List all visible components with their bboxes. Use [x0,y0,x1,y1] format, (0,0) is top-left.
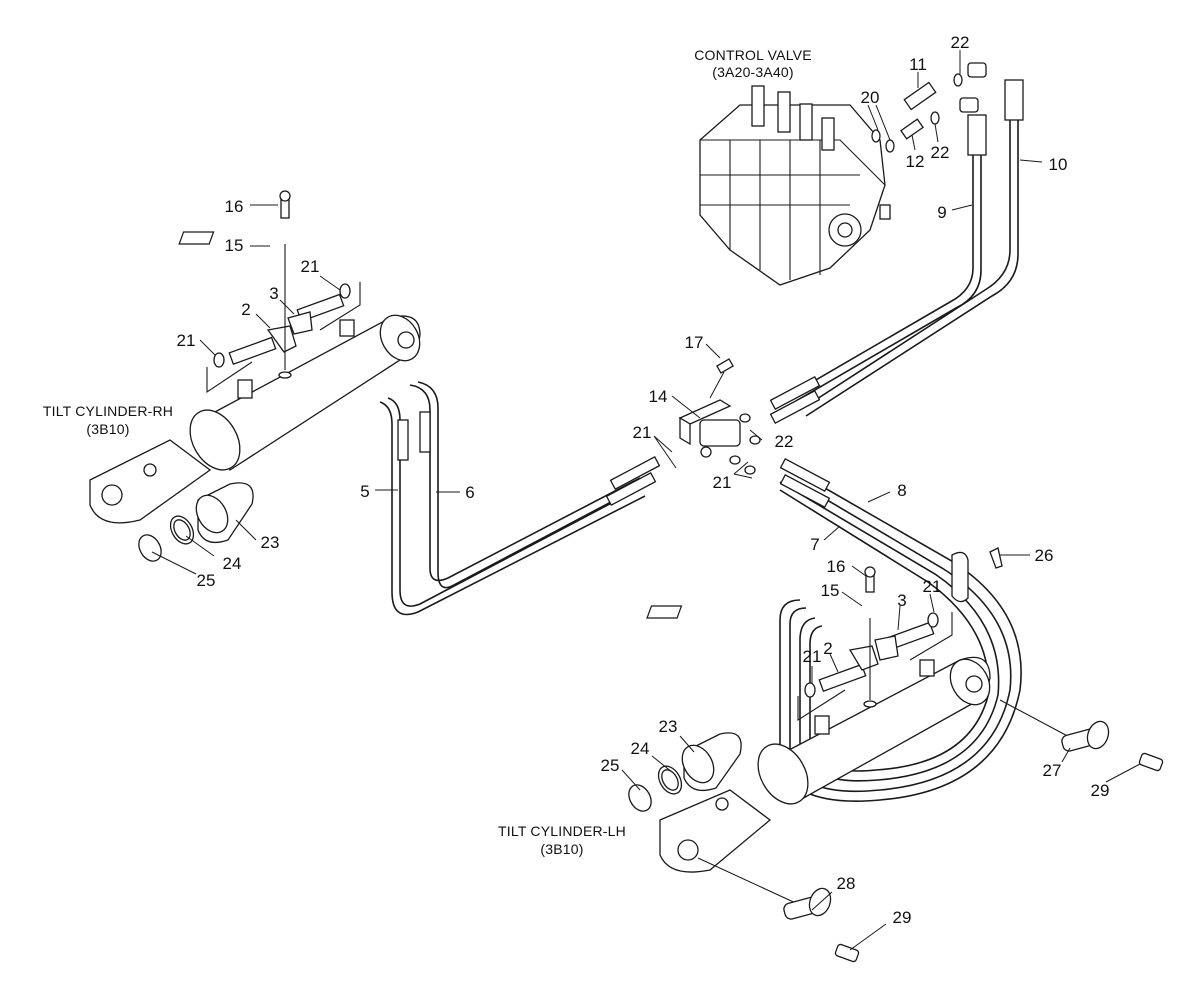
callout-14: 14 [649,387,668,406]
callout-10: 10 [1049,155,1068,174]
caption-tilt-cylinder-rh-line2: (3B10) [86,421,129,437]
caption-tilt-cylinder-rh-line1: TILT CYLINDER-RH [43,403,173,419]
valve-fittings [871,62,987,153]
caption-tilt-cylinder-lh-line1: TILT CYLINDER-LH [498,823,626,839]
callout-21: 21 [177,331,196,350]
caption-control-valve-line2: (3A20-3A40) [712,64,794,80]
callout-labels: 22 11 20 12 22 10 9 16 15 21 3 2 21 17 1… [177,33,1110,927]
callout-22: 22 [951,33,970,52]
caption-control-valve-line1: CONTROL VALVE [694,47,811,63]
callout-23: 23 [659,717,678,736]
tilt-cylinder-rh [89,314,421,524]
lh-fittings [646,547,1003,722]
hose-10 [799,80,1011,411]
leader-lines [151,50,1141,951]
callout-8: 8 [897,481,906,500]
callout-21: 21 [923,577,942,596]
callout-23: 23 [261,533,280,552]
callout-24: 24 [631,739,650,758]
callout-29: 29 [893,908,912,927]
rh-fittings [178,190,361,394]
hose-group [379,80,1022,802]
callout-21: 21 [633,423,652,442]
center-manifold [678,358,761,475]
hose-ferrules [397,79,1024,509]
hose-10-inner [805,80,1019,417]
callout-21: 21 [301,257,320,276]
callout-21: 21 [713,473,732,492]
callout-3: 3 [897,591,906,610]
hose-5 [387,397,641,607]
callout-25: 25 [601,756,620,775]
callout-17: 17 [685,333,704,352]
callout-25: 25 [197,571,216,590]
caption-tilt-cylinder-lh-line2: (3B10) [540,841,583,857]
hose-9 [789,120,974,396]
callout-11: 11 [909,55,927,74]
tilt-cylinder-lh [659,656,991,873]
callout-26: 26 [1035,546,1054,565]
hose-6 [409,384,641,582]
callout-15: 15 [225,236,244,255]
callout-7: 7 [810,535,819,554]
callout-22: 22 [931,143,950,162]
callout-6: 6 [465,483,474,502]
pins-and-bolts [697,699,1164,963]
hose-5-inner [379,401,646,616]
callout-20: 20 [861,88,880,107]
hose-7 [779,481,1000,782]
callout-24: 24 [223,554,242,573]
control-valve [699,85,891,286]
callout-21: 21 [803,647,822,666]
hose-8 [779,467,1022,802]
callout-15: 15 [821,581,840,600]
hose-7-inner [779,489,990,772]
callout-3: 3 [269,284,278,303]
callout-9: 9 [937,203,946,222]
lh-seal-kit [628,732,742,812]
callout-5: 5 [360,482,369,501]
callout-16: 16 [225,197,244,216]
callout-2: 2 [823,639,832,658]
callout-16: 16 [827,557,846,576]
callout-12: 12 [906,152,925,171]
callout-28: 28 [837,874,856,893]
callout-22: 22 [775,432,794,451]
hose-8-inner [789,477,1012,793]
rh-seal-kit [138,482,254,562]
callout-29: 29 [1091,781,1110,800]
callout-27: 27 [1043,761,1062,780]
hose-6-inner [417,381,646,589]
callout-2: 2 [241,300,250,319]
